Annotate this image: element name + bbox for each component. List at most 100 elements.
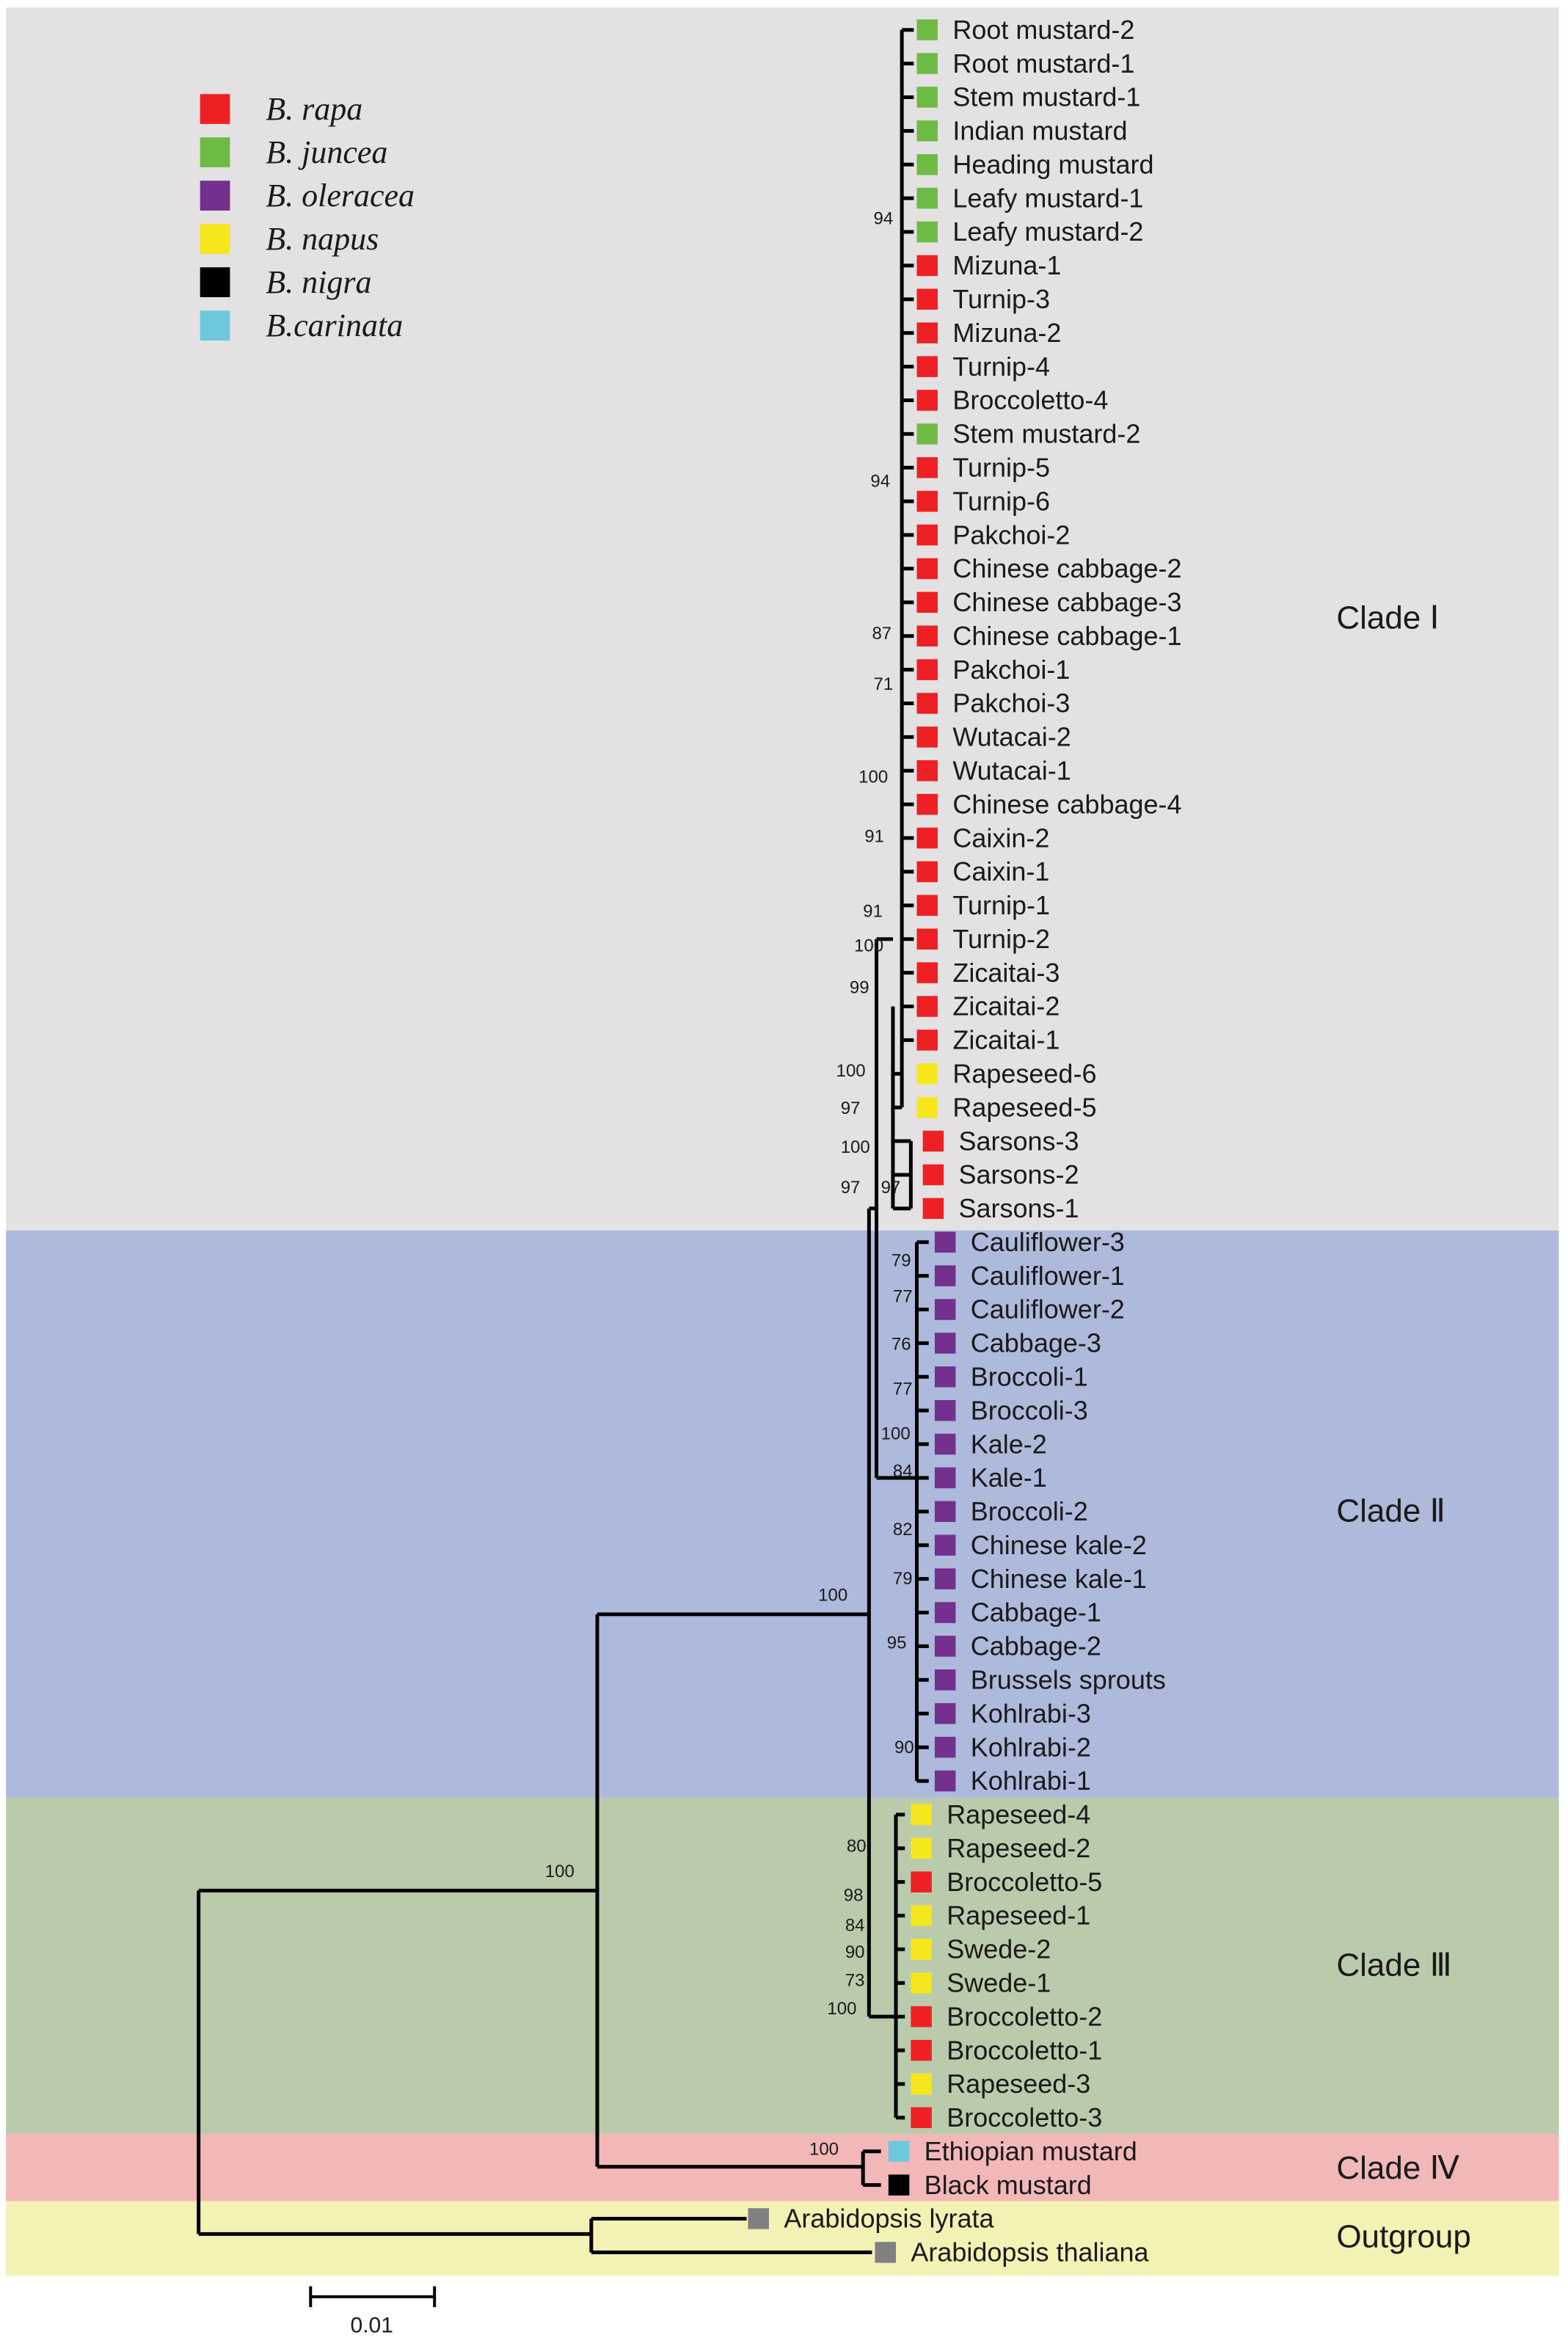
leaf-label: Pakchoi-3 — [952, 688, 1070, 718]
species-marker — [934, 1636, 956, 1657]
leaf-label: Broccoletto-3 — [947, 2102, 1102, 2132]
species-marker — [934, 1736, 956, 1758]
leaf-label: Kohlrabi-3 — [971, 1698, 1091, 1728]
leaf-label: Wutacai-1 — [952, 755, 1071, 785]
species-marker — [916, 1096, 938, 1118]
bootstrap-label: 97 — [841, 1099, 861, 1118]
leaf-label: Swede-2 — [947, 1934, 1051, 1964]
leaf-label: Indian mustard — [952, 116, 1127, 146]
clade-band — [6, 7, 1559, 1231]
species-marker — [934, 1702, 956, 1724]
species-marker — [916, 390, 938, 411]
species-marker — [911, 1804, 932, 1826]
species-marker — [916, 591, 938, 613]
bootstrap-label: 100 — [881, 1424, 911, 1444]
leaf-label: Chinese kale-1 — [971, 1564, 1147, 1594]
leaf-label: Stem mustard-1 — [952, 82, 1140, 112]
leaf-label: Sarsons-1 — [958, 1193, 1079, 1223]
leaf-label: Cauliflower-2 — [971, 1294, 1125, 1325]
leaf-label: Sarsons-2 — [958, 1159, 1079, 1190]
bootstrap-label: 76 — [891, 1335, 911, 1355]
leaf-label: Root mustard-1 — [952, 48, 1134, 79]
leaf-label: Rapeseed-3 — [947, 2069, 1090, 2099]
legend-swatch — [200, 94, 230, 124]
scale-bar: 0.01 — [309, 2286, 437, 2338]
species-marker — [916, 53, 938, 74]
bootstrap-label: 100 — [858, 767, 888, 787]
species-marker — [916, 524, 938, 546]
bootstrap-label: 94 — [870, 471, 890, 491]
species-marker — [916, 187, 938, 209]
clade-band — [6, 1798, 1559, 2135]
scale-bar-label: 0.01 — [351, 2314, 393, 2338]
species-marker — [934, 1399, 956, 1421]
leaf-label: Kohlrabi-1 — [971, 1766, 1091, 1796]
species-marker — [916, 928, 938, 950]
bootstrap-label: 100 — [809, 2140, 839, 2160]
species-marker — [916, 120, 938, 142]
bootstrap-label: 100 — [854, 936, 883, 955]
bootstrap-label: 97 — [881, 1178, 901, 1198]
species-marker — [934, 1501, 956, 1523]
species-marker — [916, 895, 938, 917]
leaf-label: Rapeseed-5 — [952, 1092, 1096, 1122]
leaf-label: Broccoli-1 — [971, 1361, 1088, 1391]
bootstrap-label: 100 — [818, 1586, 847, 1606]
bootstrap-label: 79 — [891, 1251, 911, 1271]
leaf-label: Wutacai-2 — [952, 722, 1071, 752]
species-marker — [911, 1837, 932, 1859]
leaf-label: Pakchoi-1 — [952, 655, 1070, 685]
species-marker — [916, 457, 938, 478]
clade-label: Clade Ⅳ — [1336, 2150, 1459, 2186]
leaf-label: Caixin-2 — [952, 823, 1049, 853]
leaf-label: Broccoletto-2 — [947, 2001, 1102, 2031]
species-marker — [916, 760, 938, 782]
bootstrap-label: 82 — [893, 1520, 913, 1540]
bootstrap-label: 84 — [893, 1462, 913, 1482]
leaf-label: Leafy mustard-2 — [952, 216, 1143, 247]
leaf-label: Caixin-1 — [952, 856, 1049, 886]
species-marker — [916, 558, 938, 580]
species-marker — [934, 1770, 956, 1792]
clade-label: Clade Ⅲ — [1336, 1947, 1452, 1983]
species-marker — [911, 2073, 932, 2095]
species-marker — [934, 1467, 956, 1489]
species-marker — [916, 1063, 938, 1085]
leaf-label: Leafy mustard-1 — [952, 183, 1143, 213]
species-marker — [916, 322, 938, 343]
clade-band — [6, 2201, 1559, 2276]
bootstrap-label: 90 — [845, 1942, 865, 1962]
legend-label: B. juncea — [266, 134, 387, 170]
bootstrap-label: 91 — [864, 827, 884, 847]
species-marker — [916, 827, 938, 849]
species-marker — [916, 221, 938, 243]
species-marker — [934, 1366, 956, 1388]
species-marker — [922, 1130, 944, 1152]
species-marker — [934, 1433, 956, 1455]
bootstrap-label: 90 — [894, 1738, 914, 1757]
leaf-label: Turnip-6 — [952, 486, 1050, 516]
species-marker — [934, 1669, 956, 1691]
leaf-label: Stem mustard-2 — [952, 419, 1140, 449]
bootstrap-label: 79 — [893, 1569, 913, 1589]
species-marker — [916, 1030, 938, 1051]
legend-label: B. oleracea — [266, 178, 415, 214]
legend-label: B. napus — [266, 221, 379, 257]
leaf-label: Kale-1 — [971, 1462, 1047, 1493]
species-marker — [916, 659, 938, 680]
species-marker — [916, 490, 938, 512]
leaf-label: Chinese cabbage-1 — [952, 621, 1181, 651]
legend-swatch — [200, 137, 230, 167]
bootstrap-label: 100 — [836, 1061, 866, 1081]
legend-swatch — [200, 224, 230, 254]
bootstrap-label: 77 — [893, 1287, 913, 1307]
bootstrap-label: 91 — [863, 901, 883, 921]
leaf-label: Zicaitai-3 — [952, 958, 1060, 988]
species-marker — [911, 1905, 932, 1926]
leaf-label: Cauliflower-3 — [971, 1227, 1125, 1257]
leaf-label: Zicaitai-1 — [952, 1025, 1060, 1055]
species-marker — [916, 962, 938, 983]
leaf-label: Kohlrabi-2 — [971, 1732, 1091, 1762]
leaf-label: Black mustard — [925, 2170, 1092, 2200]
